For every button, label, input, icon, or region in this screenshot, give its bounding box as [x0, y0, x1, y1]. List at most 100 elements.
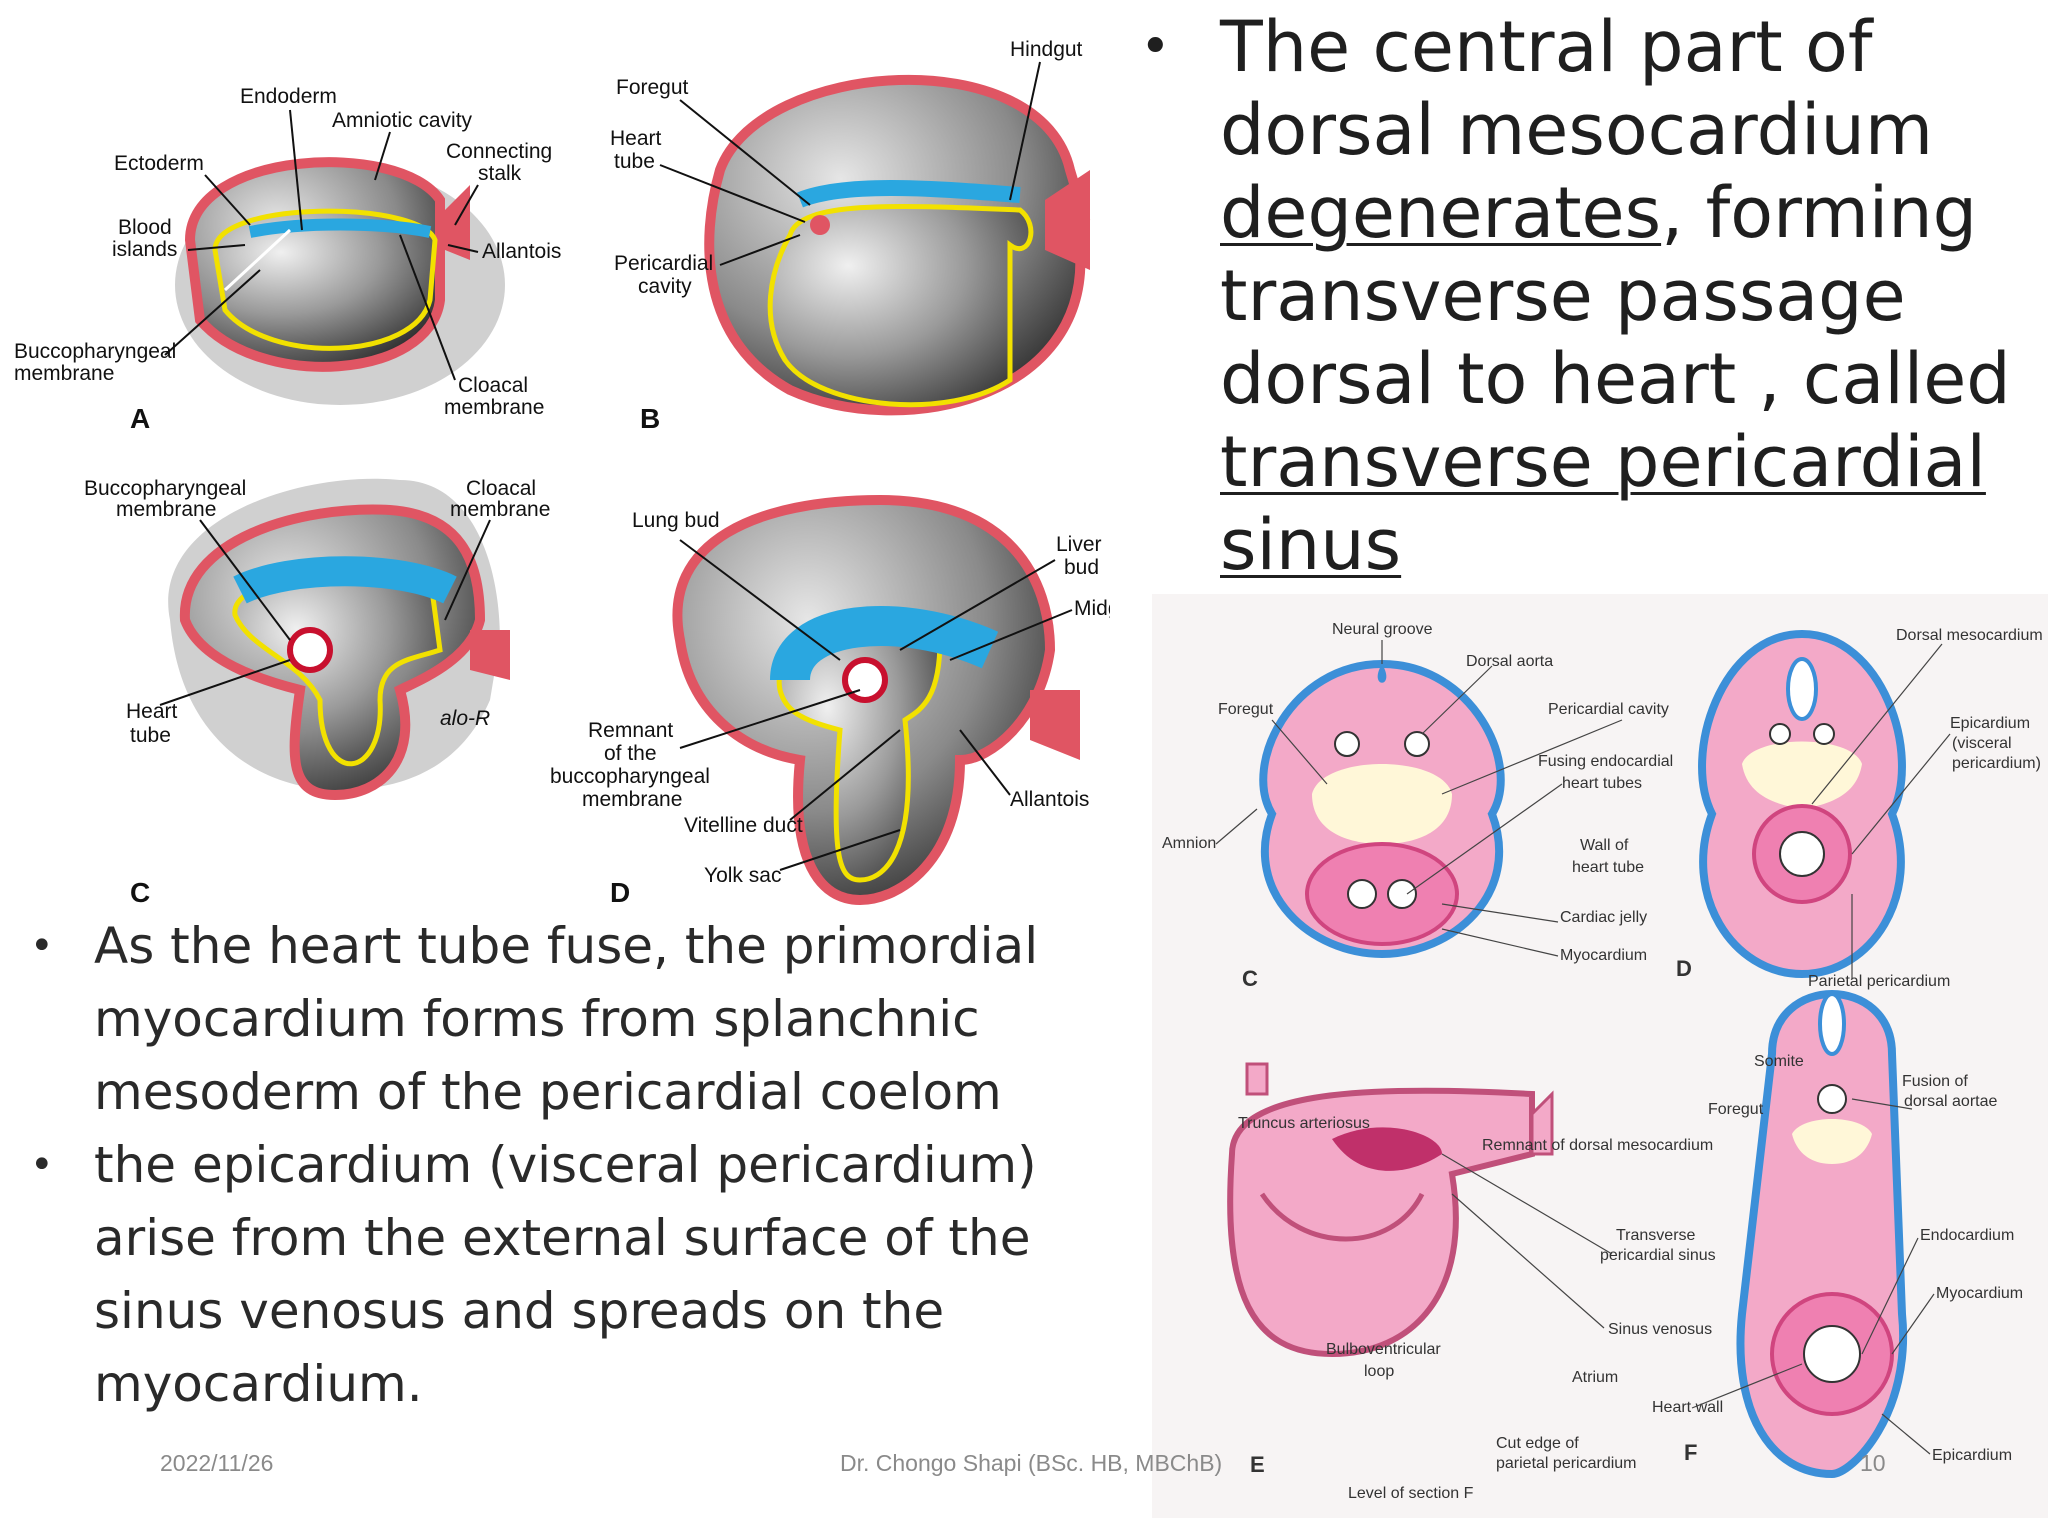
bullet-item-myocardium: • As the heart tube fuse, the primordial… [24, 910, 1134, 1129]
label-ectoderm: Ectoderm [114, 152, 204, 175]
label-foregut-f: Foregut [1708, 1101, 1764, 1118]
label-bud: bud [1064, 556, 1099, 579]
label-islands: islands [112, 238, 177, 261]
footer-date: 2022/11/26 [160, 1450, 274, 1476]
bullet-text: As the heart tube fuse, the primordial m… [94, 917, 1039, 1121]
bullet-text: The central part of dorsal mesocardium d… [1220, 6, 2048, 587]
bullet-marker: • [30, 1142, 54, 1188]
label-bulboventricular: Bulboventricular [1326, 1341, 1441, 1358]
label-cloacal-c2: membrane [450, 498, 550, 521]
label-dorsal-mesocardium: Dorsal mesocardium [1896, 627, 2043, 644]
label-membrane-d: membrane [582, 788, 682, 811]
label-epicardium: Epicardium [1950, 715, 2030, 732]
artist-signature: alo-R [440, 707, 490, 730]
term-degenerates: degenerates [1220, 172, 1662, 254]
label-dorsal-aortae: dorsal aortae [1904, 1093, 1997, 1110]
label-liver: Liver [1056, 533, 1102, 556]
label-cloacal-c1: Cloacal [466, 477, 536, 500]
panel-b-diagram [704, 75, 1091, 416]
label-blood: Blood [118, 216, 172, 239]
bullet-text-part2: , forming transverse passage dorsal to h… [1220, 172, 2011, 420]
leaders-c [159, 519, 491, 706]
bullet-marker: • [1140, 17, 1171, 77]
bullet-text-part1: The central part of dorsal mesocardium [1220, 6, 1934, 171]
label-connecting: Connecting [446, 140, 552, 163]
label-dorsal-aorta: Dorsal aorta [1466, 653, 1553, 670]
label-remnant-dm: Remnant of dorsal mesocardium [1482, 1137, 1713, 1154]
panel-c-diagram [168, 478, 510, 801]
label-vitelline: Vitelline duct [684, 814, 803, 837]
label-parietal-pericardium-e: parietal pericardium [1496, 1455, 1637, 1472]
label-remnant: Remnant [588, 719, 673, 742]
label-fusing: Fusing endocardial [1538, 753, 1673, 770]
panel-d-cross-section [1698, 629, 1906, 979]
label-endocardium: Endocardium [1920, 1227, 2014, 1244]
label-amnion: Amnion [1162, 835, 1216, 852]
panel-d-diagram [672, 494, 1080, 906]
bullet-marker: • [30, 923, 54, 969]
panel-label-f-right: F [1684, 1440, 1697, 1465]
leaders-a [164, 109, 479, 381]
label-bucco-a2: membrane [14, 362, 114, 385]
label-heart-c: Heart [126, 700, 178, 723]
label-bucco-c2: membrane [116, 498, 216, 521]
label-tube-c: tube [130, 724, 171, 747]
label-hindgut: Hindgut [1010, 38, 1083, 61]
label-heart-tube: heart tube [1572, 859, 1644, 876]
label-level-of-section: Level of section F [1348, 1485, 1474, 1502]
leaders-d [679, 539, 1073, 871]
panel-label-e-right: E [1250, 1452, 1265, 1477]
label-pericardium: pericardium) [1952, 755, 2041, 772]
label-myocardium-c: Myocardium [1560, 947, 1647, 964]
label-bucco-d: buccopharyngeal [550, 765, 710, 788]
panel-e-heart-loop [1227, 1062, 1554, 1358]
panel-c-cross-section [1259, 659, 1505, 959]
label-bucco-c1: Buccopharyngeal [84, 477, 246, 500]
label-heart-b: Heart [610, 127, 662, 150]
panel-label-b: B [640, 403, 660, 434]
label-parietal-pericardium: Parietal pericardium [1808, 973, 1950, 990]
label-lung-bud: Lung bud [632, 509, 720, 532]
panel-label-c-right: C [1242, 966, 1258, 991]
heart-development-figure: Neural groove Dorsal aorta Foregut Peric… [1152, 594, 2048, 1518]
label-heart-tubes: heart tubes [1562, 775, 1642, 792]
label-epicardium-f: Epicardium [1932, 1447, 2012, 1464]
label-wall-of: Wall of [1580, 837, 1629, 854]
label-fusion: Fusion of [1902, 1073, 1968, 1090]
label-allantois-d: Allantois [1010, 788, 1089, 811]
label-cardiac-jelly: Cardiac jelly [1560, 909, 1647, 926]
label-loop: loop [1364, 1363, 1394, 1380]
leaders-right [1215, 640, 1951, 1455]
label-foregut-c: Foregut [1218, 701, 1274, 718]
term-transverse-pericardial-sinus: transverse pericardial sinus [1220, 421, 1986, 586]
label-neural-groove: Neural groove [1332, 621, 1433, 638]
label-transverse: Transverse [1616, 1227, 1696, 1244]
label-cloacal-a1: Cloacal [458, 374, 528, 397]
label-stalk: stalk [478, 162, 522, 185]
label-of-the: of the [604, 742, 657, 765]
label-bucco-a1: Buccopharyngeal [14, 340, 176, 363]
label-pericardial-cavity: Pericardial cavity [1548, 701, 1669, 718]
label-cavity-b: cavity [638, 275, 692, 298]
label-heart-wall: Heart wall [1652, 1399, 1723, 1416]
label-cloacal-a2: membrane [444, 396, 544, 419]
label-midgut: Midgut [1074, 597, 1110, 620]
label-cut-edge: Cut edge of [1496, 1435, 1579, 1452]
label-pericardial-b: Pericardial [614, 252, 713, 275]
panel-label-d-right: D [1676, 956, 1692, 981]
label-endoderm: Endoderm [240, 85, 337, 108]
label-yolk-sac: Yolk sac [704, 864, 781, 887]
label-allantois-a: Allantois [482, 240, 561, 263]
panel-label-a: A [130, 403, 150, 434]
label-myocardium-f: Myocardium [1936, 1285, 2023, 1302]
bullet-list-myocardium: • As the heart tube fuse, the primordial… [24, 910, 1134, 1421]
panel-a-diagram [175, 157, 505, 405]
label-foregut-b: Foregut [616, 76, 689, 99]
label-somite: Somite [1754, 1053, 1804, 1070]
bullet-item-epicardium: • the epicardium (visceral pericardium) … [24, 1129, 1134, 1421]
label-sinus-venosus: Sinus venosus [1608, 1321, 1712, 1338]
label-visceral: (visceral [1952, 735, 2012, 752]
label-atrium: Atrium [1572, 1369, 1618, 1386]
label-tube-b: tube [614, 150, 655, 173]
